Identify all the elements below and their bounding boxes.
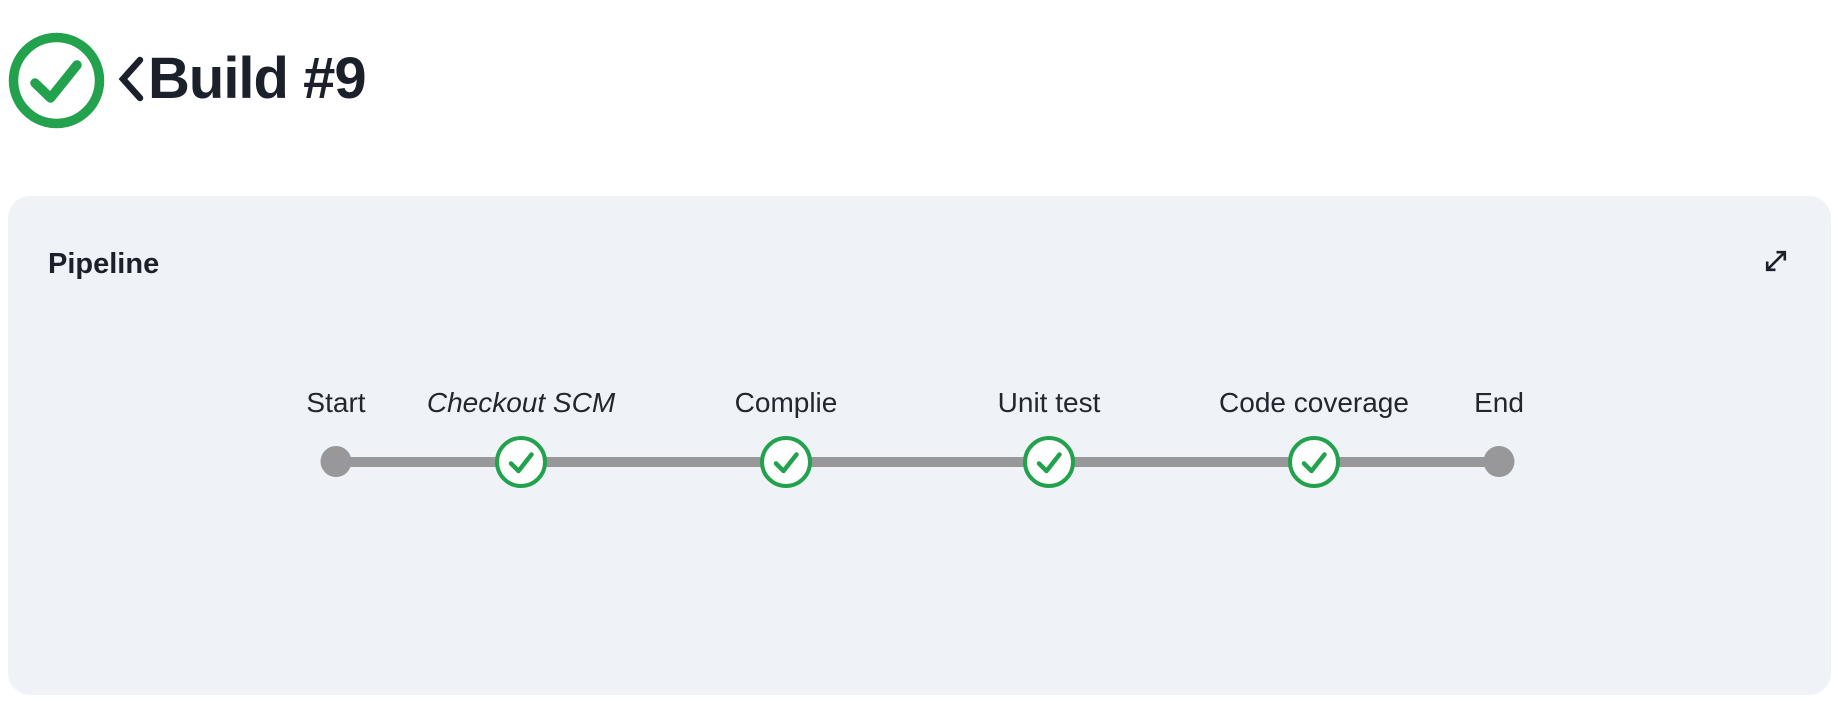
stage-node-start xyxy=(320,446,352,477)
stage-label-start: Start xyxy=(306,387,366,418)
page-title: Build #9 xyxy=(148,46,367,111)
stage-success-check-icon xyxy=(765,441,808,484)
stage-success-check-icon xyxy=(1028,441,1071,484)
stage-success-check-icon xyxy=(1293,441,1336,484)
pipeline-panel-title: Pipeline xyxy=(48,248,160,280)
build-success-check-circle-icon xyxy=(8,32,105,129)
pipeline-graph: Start Checkout SCM Complie Unit test Code co… xyxy=(8,196,1831,695)
expand-button[interactable] xyxy=(1756,242,1796,282)
stage-node-complie[interactable] xyxy=(760,436,812,488)
stage-node-checkout-scm[interactable] xyxy=(495,436,547,488)
stage-label-complie: Complie xyxy=(734,387,838,418)
pipeline-panel: Pipeline Start Checkout SCM Complie Unit te… xyxy=(8,196,1831,695)
back-button[interactable] xyxy=(116,56,146,105)
pipeline-track xyxy=(336,457,1499,467)
stage-label-end: End xyxy=(1474,387,1524,418)
stage-node-end xyxy=(1483,446,1515,477)
stage-label-unit-test: Unit test xyxy=(997,387,1101,418)
stage-label-code-coverage: Code coverage xyxy=(1219,387,1409,418)
chevron-left-icon xyxy=(118,56,145,105)
stage-label-checkout-scm: Checkout SCM xyxy=(426,387,616,418)
stage-node-code-coverage[interactable] xyxy=(1288,436,1340,488)
stage-node-unit-test[interactable] xyxy=(1023,436,1075,488)
expand-diagonal-icon xyxy=(1759,244,1793,281)
stage-success-check-icon xyxy=(500,441,543,484)
